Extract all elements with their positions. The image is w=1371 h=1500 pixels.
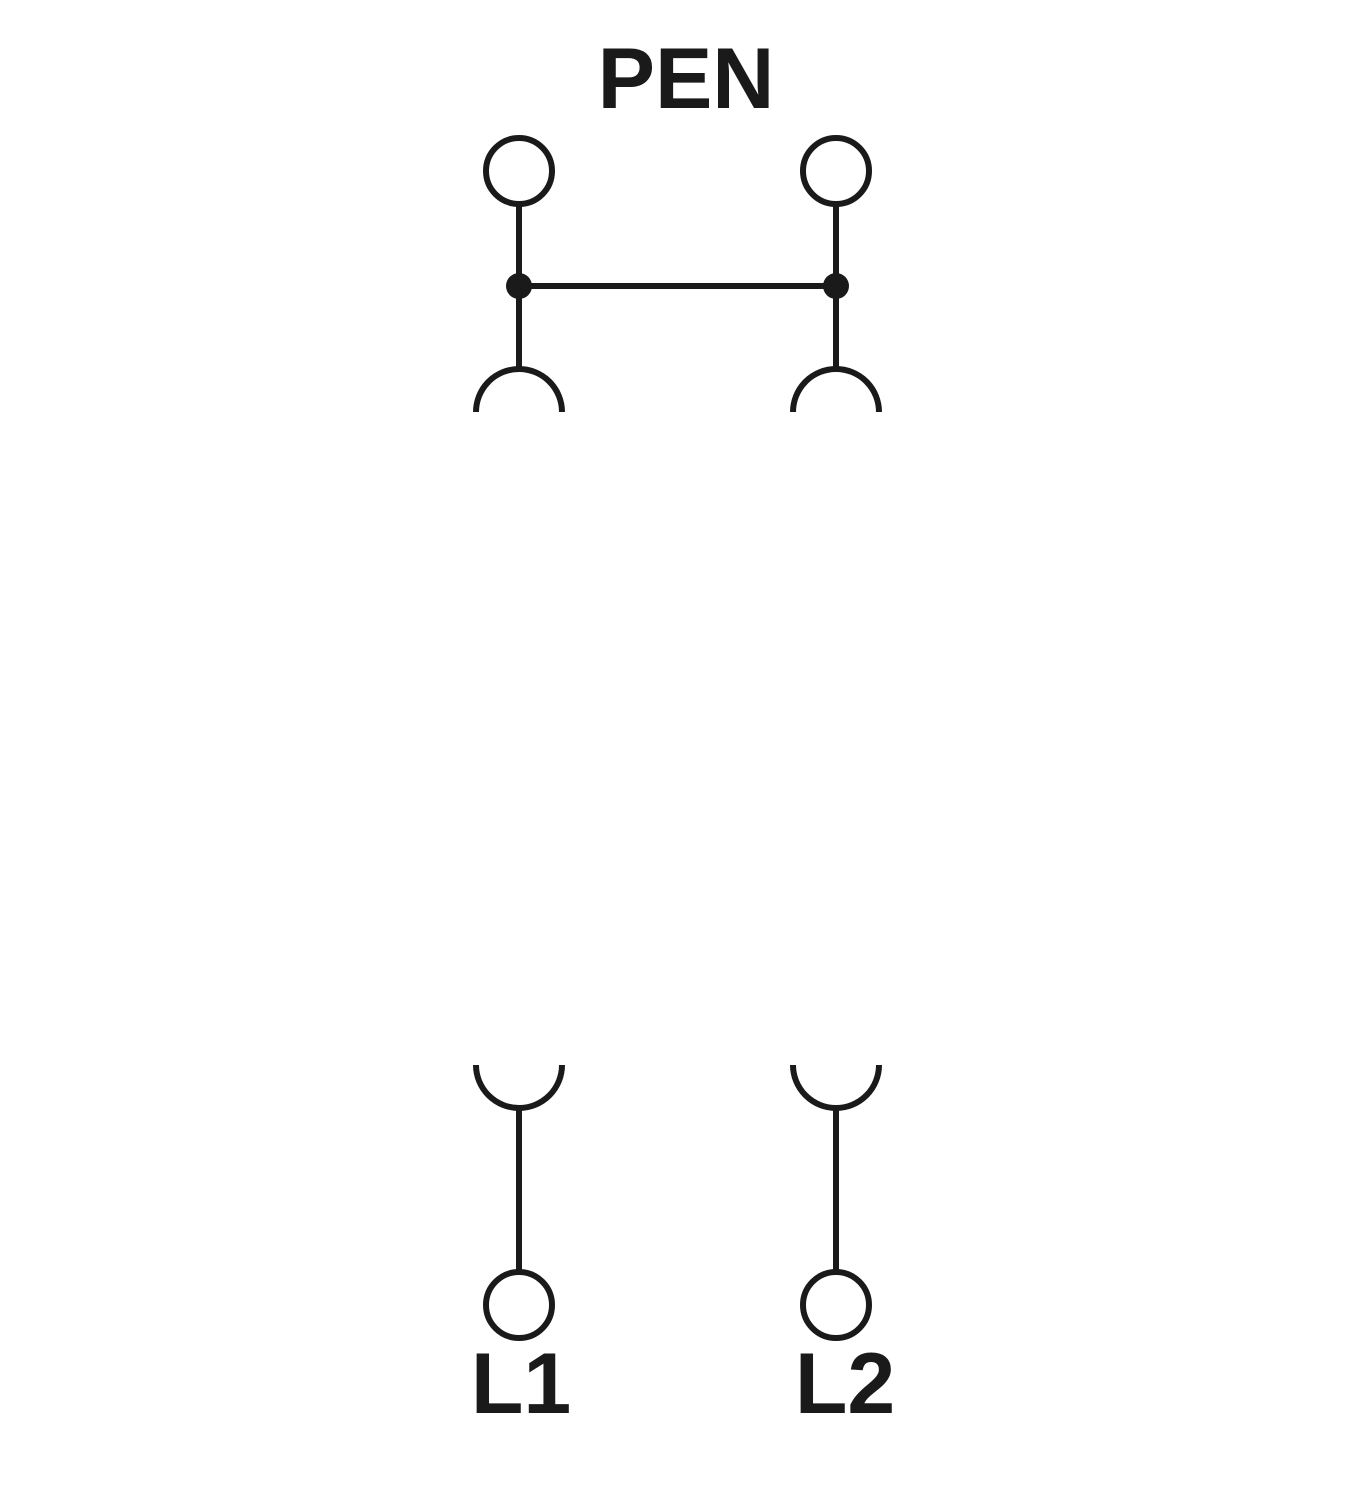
plug-top-right	[790, 366, 882, 413]
terminal-bottom-left	[483, 1269, 555, 1341]
label-pen: PEN	[598, 31, 775, 127]
plug-top-left	[473, 366, 565, 413]
socket-bottom-left	[473, 1064, 565, 1111]
label-l1: L1	[471, 1336, 571, 1432]
terminal-bottom-right	[800, 1269, 872, 1341]
junction-left	[506, 273, 532, 299]
socket-bottom-right	[790, 1064, 882, 1111]
terminal-top-left	[483, 135, 555, 207]
junction-right	[823, 273, 849, 299]
label-l2: L2	[795, 1336, 895, 1432]
terminal-top-right	[800, 135, 872, 207]
